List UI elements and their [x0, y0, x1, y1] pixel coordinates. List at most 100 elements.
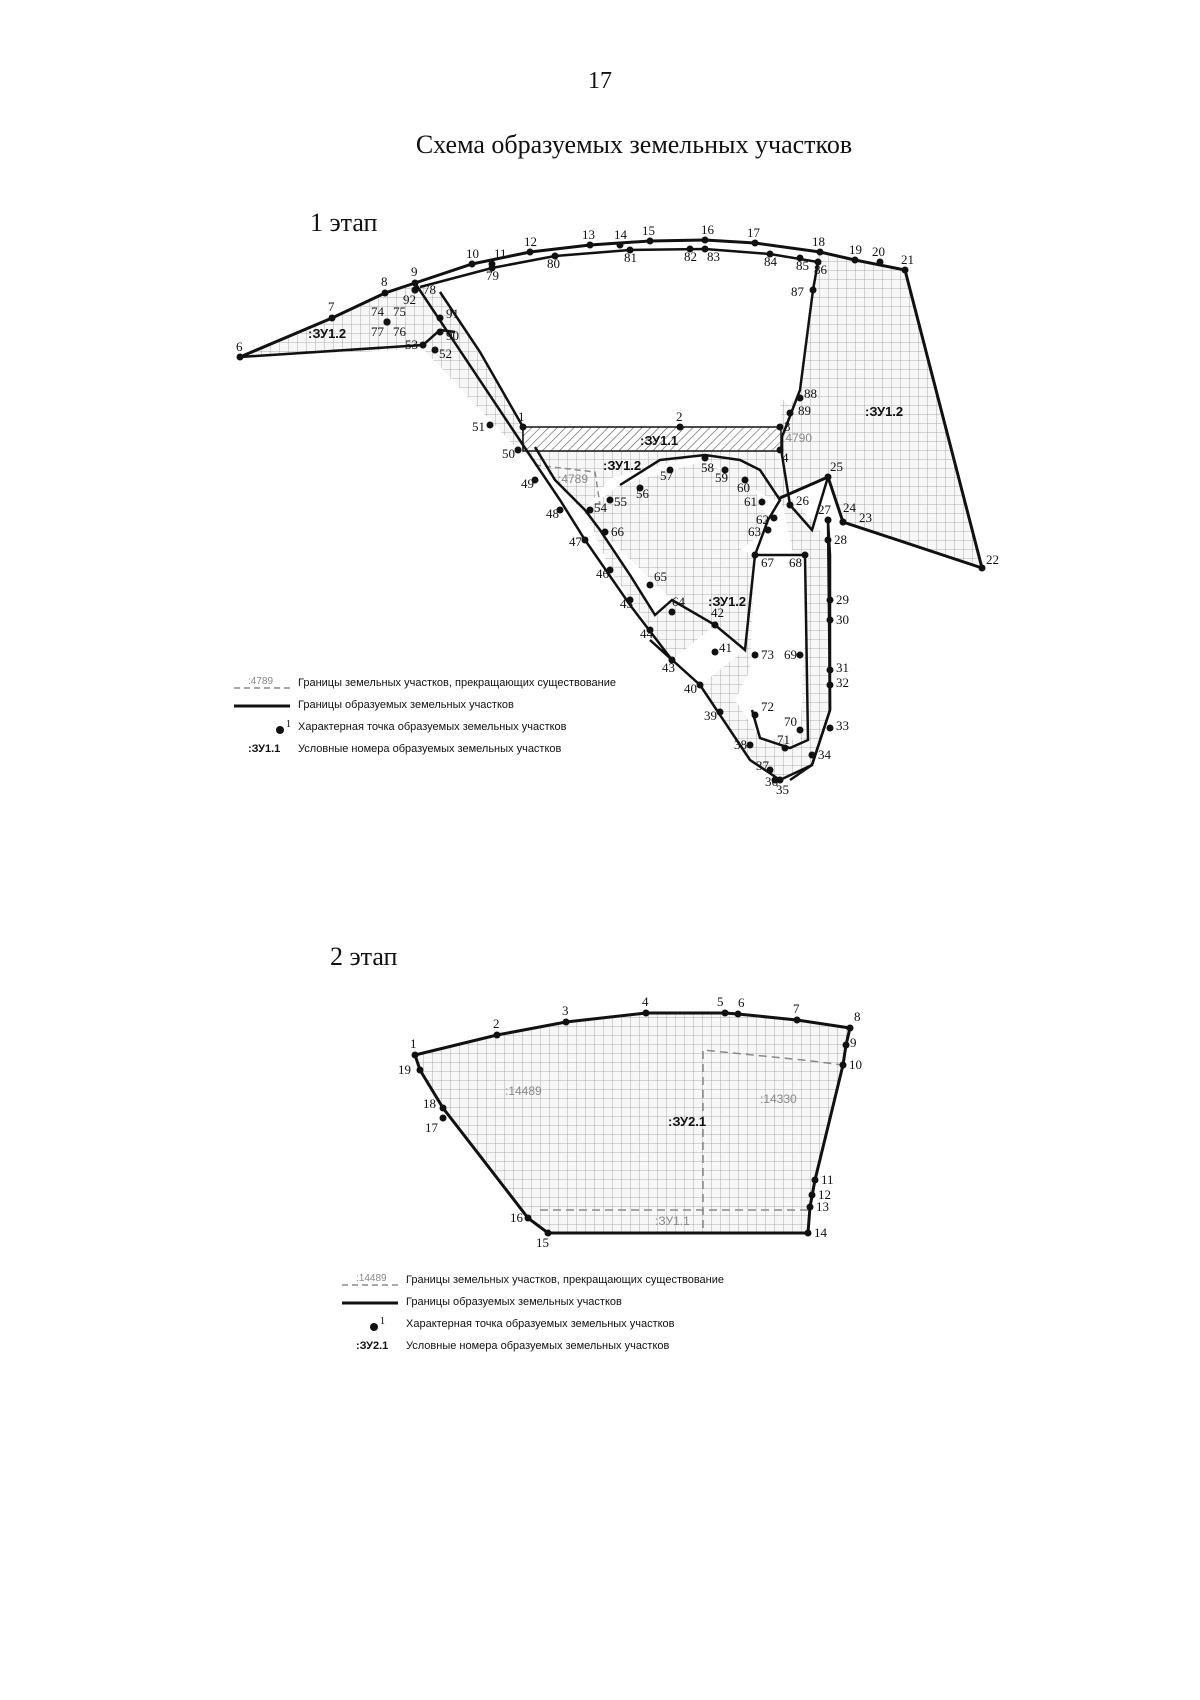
- stage2-point-13: [806, 1203, 814, 1211]
- old-boundary-stage1: [534, 464, 601, 506]
- stage1-point-9: [411, 279, 419, 287]
- stage1-point-label: 10: [466, 246, 479, 261]
- stage1-point-label: 79: [486, 268, 499, 283]
- stage2-point-label: 8: [854, 1009, 861, 1024]
- legend-old-sample: :4789: [248, 676, 273, 687]
- stage1-point-18: [816, 248, 824, 256]
- zu12-east-area: [780, 252, 982, 568]
- stage2-point-label: 5: [717, 994, 724, 1009]
- stage2-point-label: 3: [562, 1003, 569, 1018]
- legend-text: Границы образуемых земельных участков: [298, 699, 514, 711]
- zu-label: :ЗУ1.1: [655, 1214, 690, 1228]
- stage1-point-1: [519, 423, 527, 431]
- stage2-point-19: [416, 1066, 424, 1074]
- new-boundary-symbol: [234, 704, 290, 708]
- legend-zu-sample: :ЗУ1.1: [248, 743, 281, 755]
- stage2-point-5: [721, 1009, 729, 1017]
- stage1-point-label: 36: [765, 774, 779, 789]
- stage1-point-3: [776, 423, 784, 431]
- legend-stage1: :4789 Границы земельных участков, прекра…: [232, 675, 692, 775]
- stage2-point-16: [524, 1214, 532, 1222]
- stage2-point-12: [808, 1191, 816, 1199]
- stage2-point-10: [839, 1061, 847, 1069]
- stage1-point-label: 58: [701, 460, 714, 475]
- stage1-point-label: 67: [761, 555, 775, 570]
- stage1-point-label: 91: [446, 306, 459, 321]
- stage1-point-50: [514, 446, 522, 454]
- old-boundary-symbol: :4789: [234, 676, 290, 689]
- stage1-point-label: 42: [711, 605, 724, 620]
- zu-label: :ЗУ1.2: [308, 326, 346, 341]
- stage1-point-label: 77: [371, 324, 385, 339]
- stage1-point-label: 47: [569, 534, 583, 549]
- stage1-point-60: [741, 476, 749, 484]
- stage2-point-2: [493, 1031, 501, 1039]
- stage1-point-label: 84: [764, 254, 778, 269]
- legend-text: Границы образуемых земельных участков: [406, 1296, 622, 1308]
- stage1-point-82: [686, 245, 694, 253]
- legend-text: Характерная точка образуемых земельных у…: [406, 1318, 675, 1330]
- stage2-point-label: 12: [818, 1187, 831, 1202]
- stage1-point-label: 26: [796, 493, 810, 508]
- stage1-point-77: [383, 318, 391, 326]
- page-title: Схема образуемых земельных участков: [415, 130, 853, 159]
- stage2-point-11: [811, 1176, 819, 1184]
- stage1-point-label: 4: [782, 450, 789, 465]
- stage1-point-8: [381, 289, 389, 297]
- stage1-point-label: 45: [620, 596, 633, 611]
- stage1-point-2: [676, 423, 684, 431]
- stage1-point-label: 69: [784, 647, 797, 662]
- legend-text: Характерная точка образуемых земельных у…: [298, 721, 567, 733]
- stage2-point-4: [642, 1009, 650, 1017]
- stage1-point-label: 15: [642, 223, 655, 238]
- stage1-point-label: 89: [798, 403, 811, 418]
- stage1-point-54: [586, 506, 594, 514]
- stage1-point-90: [436, 328, 444, 336]
- zu-label: :ЗУ1.2: [865, 404, 903, 419]
- stage1-point-20: [876, 258, 884, 266]
- stage1-point-41: [711, 648, 719, 656]
- stage2-point-label: 16: [510, 1210, 524, 1225]
- stage1-point-35: [776, 776, 784, 784]
- stage1-point-label: 49: [521, 476, 534, 491]
- stage1-point-34: [808, 751, 816, 759]
- stage1-point-30: [826, 616, 834, 624]
- stage1-point-label: 51: [472, 419, 485, 434]
- stage1-point-36: [771, 776, 779, 784]
- stage1-point-21: [901, 266, 909, 274]
- stage1-point-85: [796, 254, 804, 262]
- stage1-point-label: 11: [494, 246, 507, 261]
- stage1-heading: 1 этап: [310, 208, 378, 237]
- stage1-point-14: [616, 241, 624, 249]
- stage1-point-label: 39: [704, 708, 717, 723]
- stage1-point-label: 66: [611, 524, 625, 539]
- stage1-point-63: [764, 526, 772, 534]
- stage1-point-label: 21: [901, 252, 914, 267]
- stage1-point-label: 34: [818, 747, 832, 762]
- stage1-point-44: [646, 626, 654, 634]
- stage1-point-29: [826, 596, 834, 604]
- stage2-point-3: [562, 1018, 570, 1026]
- stage1-point-label: 41: [719, 640, 732, 655]
- stage1-point-label: 63: [748, 524, 761, 539]
- stage1-point-label: 46: [596, 566, 610, 581]
- stage1-point-4: [776, 446, 784, 454]
- stage1-inner-loop: [533, 446, 782, 653]
- legend-point-sample: 1: [286, 719, 291, 730]
- stage1-point-label: 22: [986, 552, 999, 567]
- stage1-point-label: 90: [446, 328, 459, 343]
- stage1-point-84: [766, 250, 774, 258]
- zu-label: :ЗУ2.1: [668, 1114, 706, 1129]
- stage1-point-86: [814, 258, 822, 266]
- stage1-point-25: [824, 473, 832, 481]
- stage1-point-label: 56: [636, 486, 650, 501]
- stage1-point-22: [978, 564, 986, 572]
- stage1-point-57: [666, 466, 674, 474]
- stage1-point-label: 17: [747, 225, 761, 240]
- stage1-point-label: 14: [614, 227, 628, 242]
- stage1-point-46: [606, 566, 614, 574]
- stage1-point-49: [531, 476, 539, 484]
- old-parcel-label: :14489: [505, 1084, 542, 1098]
